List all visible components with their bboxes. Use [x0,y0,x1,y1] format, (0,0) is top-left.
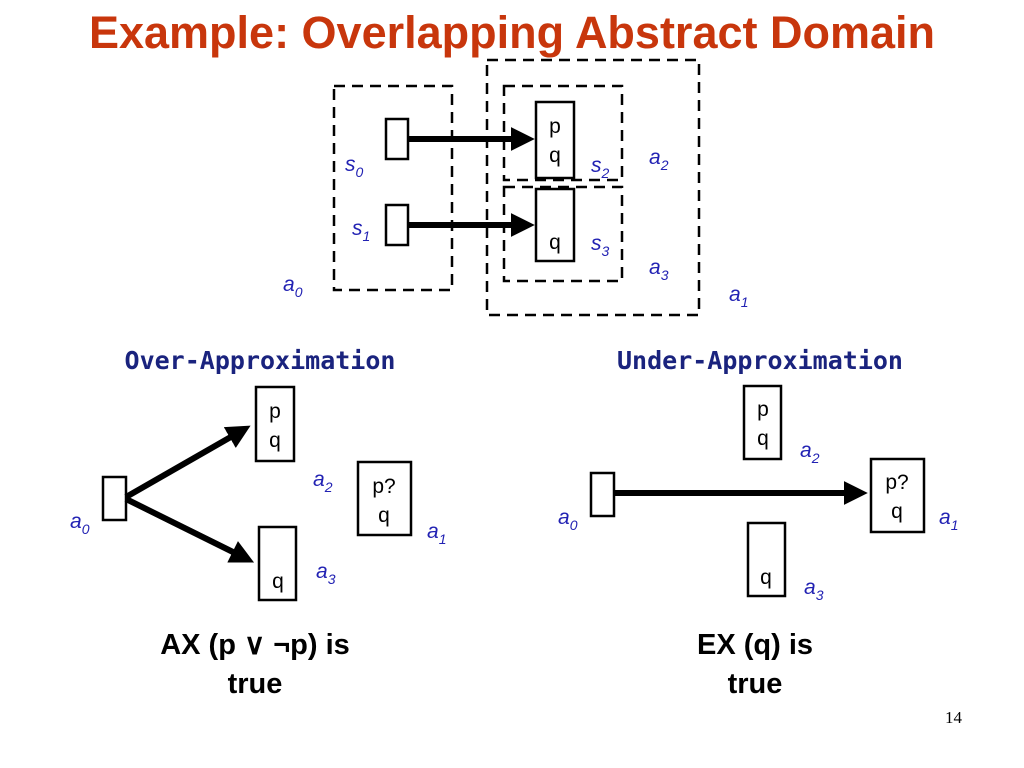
over-arrow-a0-a2 [124,425,251,500]
over-a1-prop-p: p? [372,475,395,498]
over-a1-box [356,460,413,537]
top-diagram: p q q s0 s1 s2 s3 a0 a1 a2 a3 [283,58,748,317]
over-label-a1: a1 [427,520,446,547]
label-s0: s0 [345,153,364,180]
over-a3-prop-q: q [272,570,284,593]
label-s2: s2 [591,154,610,181]
over-approximation-heading: Over-Approximation [125,346,396,375]
over-formula-line1: AX (p ∨ ¬p) is [160,629,350,661]
under-a2-box [742,384,783,461]
region-a0 [332,84,454,292]
over-a1-prop-q: q [378,504,390,527]
state-s0-box [384,117,410,161]
label-a1: a1 [729,283,748,310]
label-a0: a0 [283,273,303,300]
page-number: 14 [945,708,962,727]
s3-prop-q: q [549,231,561,254]
under-a1-prop-q: q [891,500,903,523]
s2-prop-q: q [549,144,561,167]
slide-title: Example: Overlapping Abstract Domain [88,7,936,58]
over-a3-box [257,525,298,602]
over-label-a2: a2 [313,468,333,495]
under-a2-prop-p: p [757,398,769,421]
state-s3-box [534,187,576,263]
label-a3: a3 [649,256,669,283]
over-approximation-formula: AX (p ∨ ¬p) is true [105,626,405,704]
label-s3: s3 [591,232,610,259]
s2-prop-p: p [549,115,561,138]
over-approximation-panel: Over-Approximation p q q p? q a0 a2 a3 a… [70,346,446,602]
label-s1: s1 [352,217,370,244]
under-a3-prop-q: q [760,566,772,589]
under-a0-box [589,471,616,518]
over-label-a3: a3 [316,560,336,587]
region-a2 [502,84,624,182]
under-a3-box [746,521,787,598]
under-a2-prop-q: q [757,427,769,450]
over-a0-box [101,475,128,522]
state-s1-box [384,203,410,247]
over-a2-prop-p: p [269,400,281,423]
under-formula-line2: true [727,668,783,700]
under-label-a2: a2 [800,439,820,466]
under-label-a0: a0 [558,506,578,533]
state-s2-box [534,100,576,180]
under-formula-line1: EX (q) is [696,629,813,661]
under-approximation-heading: Under-Approximation [617,346,903,375]
under-label-a3: a3 [804,576,824,603]
under-a1-box [869,457,926,534]
over-formula-line2: true [227,668,283,700]
over-arrow-a0-a3 [124,496,255,563]
under-a1-prop-p: p? [885,471,908,494]
under-label-a1: a1 [939,506,958,533]
region-a3 [502,185,624,283]
under-approximation-formula: EX (q) is true [605,626,905,704]
label-a2: a2 [649,146,669,173]
over-label-a0: a0 [70,510,90,537]
over-a2-box [254,385,296,463]
over-a2-prop-q: q [269,429,281,452]
under-approximation-panel: Under-Approximation p q q p? q a0 a2 a3 … [558,346,958,603]
